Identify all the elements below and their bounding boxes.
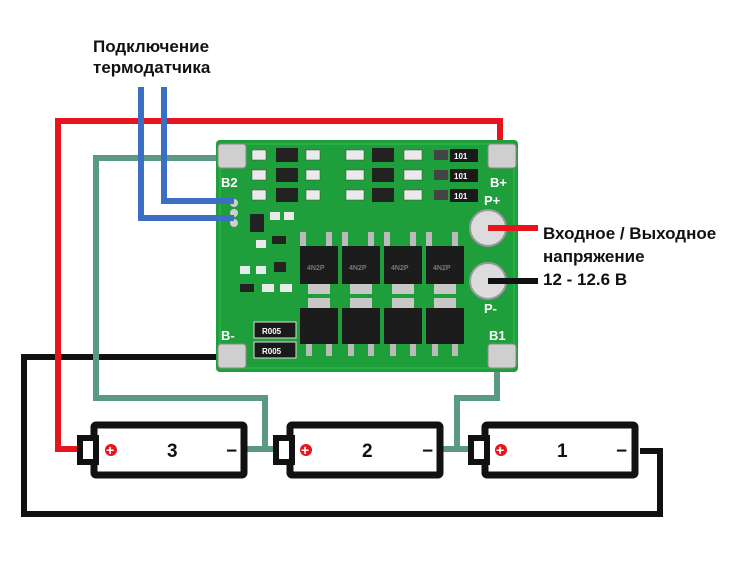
bms-pcb-board: 101 101 101 [216,140,518,372]
pad-label-bminus: B- [221,328,235,343]
pad-b2 [217,143,247,169]
battery-2-plus: + [301,442,309,458]
mosfet-row-bottom [300,298,464,356]
battery-3: + 3 − [77,421,248,479]
battery-2: + 2 − [273,421,444,479]
shunt-r005-a [253,321,297,339]
battery-3-plus: + [106,442,114,458]
mosfet-code-3: 4N2P [391,265,409,272]
pad-label-b2: B2 [221,175,238,190]
pad-bminus [217,343,247,369]
resistor-101-b [450,169,478,182]
battery-3-minus: − [226,441,237,462]
shunt-code-1: R005 [262,327,282,336]
mosfet-code-1: 4N2P [307,265,325,272]
resistor-101-a [450,149,478,162]
pad-label-bplus: B+ [490,175,507,190]
battery-1-number: 1 [557,441,568,462]
pad-b1 [487,343,517,369]
resistor-code-3: 101 [454,192,468,201]
mosfet-code-4: 4N2P [433,265,451,272]
thermo-label-line-2: термодатчика [93,58,211,77]
pad-label-pplus: P+ [484,193,501,208]
io-label-line-1: Входное / Выходное [543,224,717,243]
pad-bplus [487,143,517,169]
pad-label-b1: B1 [489,328,506,343]
left-small-components [240,212,294,292]
battery-3-number: 3 [167,441,178,462]
red-wire-bplus [55,118,503,452]
blue-wire-thermo-1 [138,87,234,221]
battery-2-minus: − [422,441,433,462]
io-label-line-2: напряжение [543,247,645,266]
resistor-code-1: 101 [454,152,468,161]
resistor-code-2: 101 [454,172,468,181]
battery-2-number: 2 [362,441,373,462]
teal-wire-b1 [454,355,500,449]
shunt-r005-b [253,341,297,359]
thermo-label-line-1: Подключение [93,37,210,56]
blue-wire-thermo-2 [161,87,234,204]
top-component-rows [251,148,448,202]
battery-1-plus: + [496,442,504,458]
shunt-code-2: R005 [262,347,282,356]
mosfet-row-top [300,232,464,294]
battery-1: + 1 − [468,421,639,479]
io-label-line-3: 12 - 12.6 В [543,270,628,289]
mosfet-code-2: 4N2P [349,265,367,272]
resistor-101-c [450,189,478,202]
battery-1-minus: − [616,441,627,462]
pad-label-pminus: P- [484,301,497,316]
